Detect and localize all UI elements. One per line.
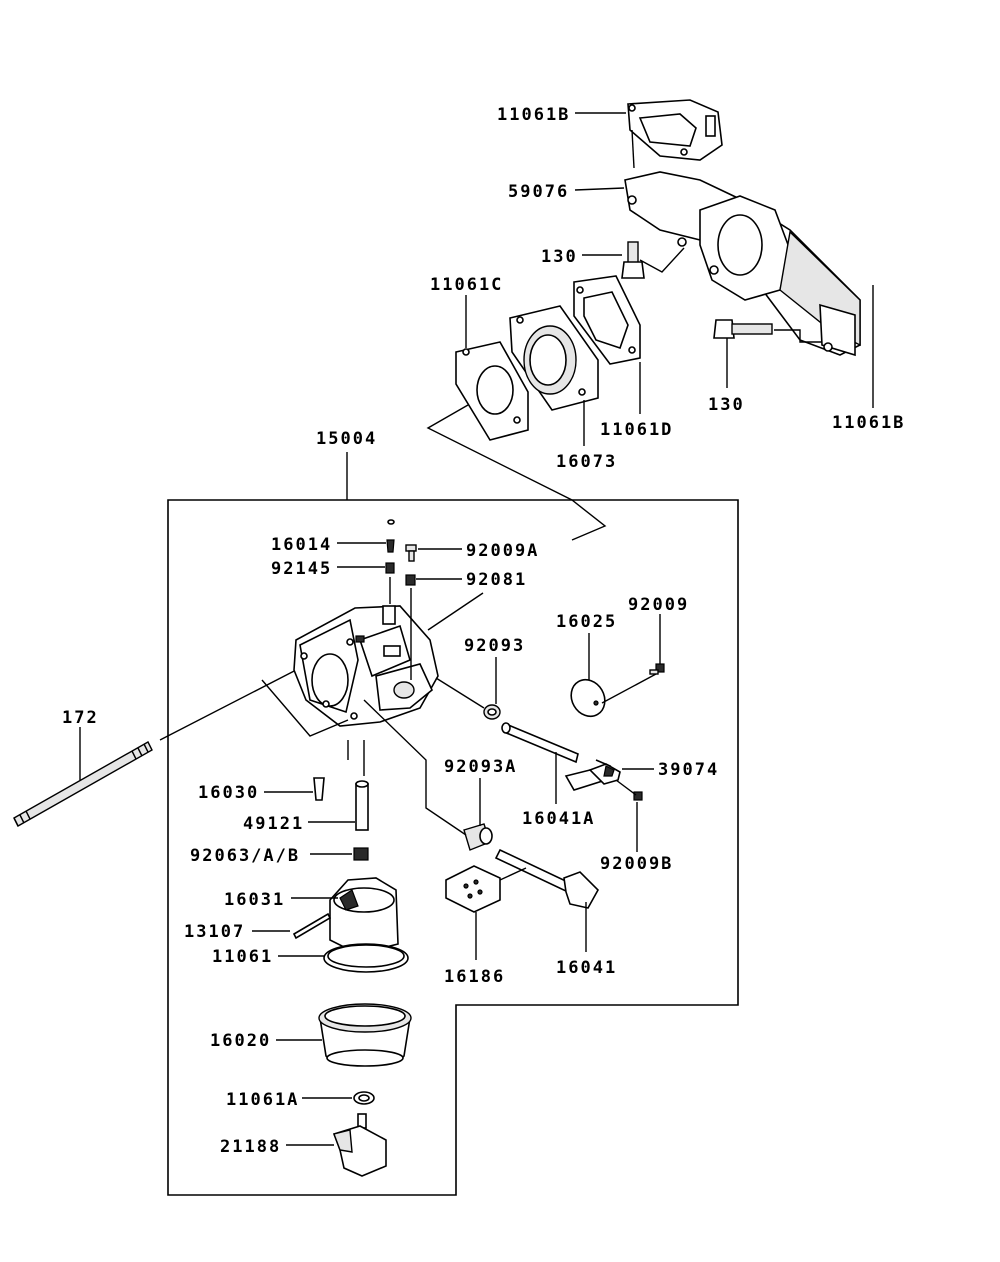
label-130-upper: 130 bbox=[541, 247, 578, 267]
label-172: 172 bbox=[62, 708, 99, 728]
screw-92063 bbox=[353, 847, 369, 861]
label-16020: 16020 bbox=[210, 1031, 271, 1051]
leader-59076 bbox=[574, 187, 625, 191]
label-59076: 59076 bbox=[508, 182, 569, 202]
leader-92093-to-body bbox=[435, 677, 485, 709]
label-130-lower: 130 bbox=[708, 395, 745, 415]
float-bowl-16020 bbox=[318, 1003, 412, 1067]
label-11061B-right: 11061B bbox=[832, 413, 905, 433]
screw-92009A bbox=[405, 544, 417, 562]
leader-92009B-up bbox=[615, 779, 637, 796]
pin-13107 bbox=[292, 912, 332, 940]
throttle-plate-16025 bbox=[570, 678, 606, 718]
leader-16025-to-screw bbox=[601, 673, 657, 704]
label-16041: 16041 bbox=[556, 958, 617, 978]
label-15004: 15004 bbox=[316, 429, 377, 449]
leader-130-upper-to-manifold bbox=[639, 247, 685, 273]
bolt-130-lower bbox=[713, 319, 773, 339]
spring-92081 bbox=[405, 574, 416, 586]
gasket-11061B-top bbox=[627, 99, 723, 161]
assembly-frame-15004 bbox=[167, 499, 739, 1196]
choke-shaft-16041 bbox=[494, 848, 599, 909]
gasket-11061C bbox=[455, 341, 529, 441]
label-21188: 21188 bbox=[220, 1137, 281, 1157]
stud-172 bbox=[13, 741, 153, 827]
leader-16186-to-shaft bbox=[499, 867, 527, 881]
solenoid-21188 bbox=[332, 1113, 387, 1177]
leader-body-left bbox=[261, 679, 349, 737]
label-11061B-top: 11061B bbox=[497, 105, 570, 125]
intake-manifold-59076 bbox=[624, 171, 861, 357]
washer-11061A bbox=[353, 1091, 375, 1105]
throttle-shaft-16041A bbox=[501, 722, 614, 791]
label-39074: 39074 bbox=[658, 760, 719, 780]
screw-92009B bbox=[633, 791, 643, 801]
screw-92009 bbox=[649, 663, 665, 675]
label-16186: 16186 bbox=[444, 967, 505, 987]
label-92063: 92063/A/B bbox=[190, 846, 300, 866]
needle-16014 bbox=[386, 519, 395, 553]
label-92009A: 92009A bbox=[466, 541, 539, 561]
label-92093A: 92093A bbox=[444, 757, 517, 777]
jet-92145 bbox=[385, 562, 395, 574]
label-92009: 92009 bbox=[628, 595, 689, 615]
label-16031: 16031 bbox=[224, 890, 285, 910]
label-16025: 16025 bbox=[556, 612, 617, 632]
gasket-11061D bbox=[573, 275, 641, 365]
label-16041A: 16041A bbox=[522, 809, 595, 829]
label-11061D: 11061D bbox=[600, 420, 673, 440]
leader-11061B-top-down bbox=[631, 129, 635, 169]
label-16014: 16014 bbox=[271, 535, 332, 555]
label-92093: 92093 bbox=[464, 636, 525, 656]
label-16030: 16030 bbox=[198, 783, 259, 803]
tube-49121 bbox=[355, 780, 369, 831]
seal-92093A bbox=[463, 823, 493, 851]
label-49121: 49121 bbox=[243, 814, 304, 834]
label-11061C: 11061C bbox=[430, 275, 503, 295]
label-11061A: 11061A bbox=[226, 1090, 299, 1110]
insulator-16073 bbox=[509, 305, 599, 411]
label-92009B: 92009B bbox=[600, 854, 673, 874]
label-11061: 11061 bbox=[212, 947, 273, 967]
label-13107: 13107 bbox=[184, 922, 245, 942]
label-16073: 16073 bbox=[556, 452, 617, 472]
seal-92093 bbox=[483, 704, 501, 720]
leader-body-upper bbox=[427, 592, 484, 631]
choke-plate-16186 bbox=[445, 865, 501, 913]
label-92145: 92145 bbox=[271, 559, 332, 579]
leader-92093A-to-body bbox=[363, 699, 467, 836]
bolt-130-upper bbox=[621, 241, 645, 279]
float-16031 bbox=[329, 877, 399, 951]
oring-11061 bbox=[323, 943, 409, 973]
label-92081: 92081 bbox=[466, 570, 527, 590]
jet-16030 bbox=[313, 777, 325, 801]
leader-gasket-stack bbox=[426, 404, 607, 541]
carburetor-body bbox=[293, 605, 439, 727]
lever-39074 bbox=[588, 763, 621, 785]
leader-130-lower-to-manifold bbox=[774, 329, 822, 343]
leader-172-stud-to-carb bbox=[159, 667, 301, 741]
